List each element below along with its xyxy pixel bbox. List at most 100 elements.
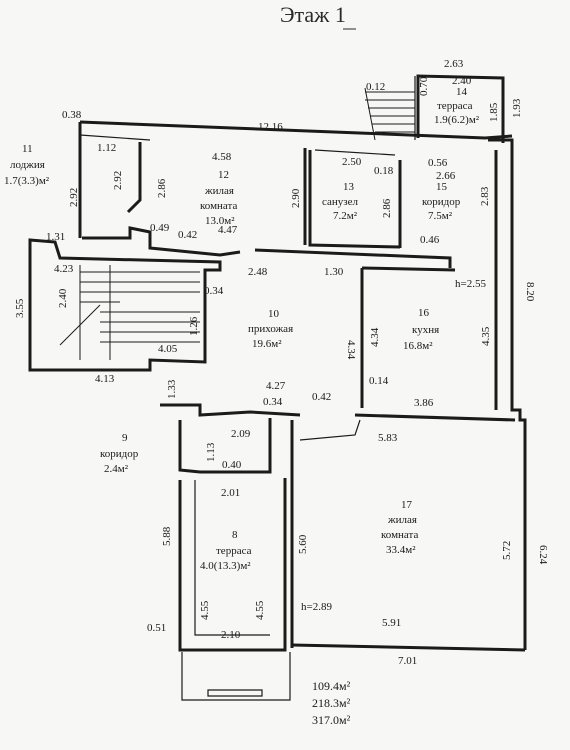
dim: 1.12 xyxy=(97,142,116,154)
dim: 5.91 xyxy=(382,617,401,629)
dim: 1.93 xyxy=(511,98,523,118)
dim: 2.09 xyxy=(231,428,251,440)
wall-stair-block xyxy=(28,238,222,372)
room-12-name: жилая xyxy=(204,185,234,197)
dim: 2.48 xyxy=(248,266,268,278)
dim: 0.34 xyxy=(263,396,283,408)
dim: 12.16 xyxy=(258,121,283,133)
wall-sanuzel-13 xyxy=(308,150,401,249)
dim: 2.66 xyxy=(436,170,456,182)
dim: 2.92 xyxy=(68,188,80,207)
dim: 2.83 xyxy=(479,186,491,206)
dim: 2.40 xyxy=(57,288,69,308)
dim: 4.55 xyxy=(199,600,211,620)
room-16-area: 16.8м² xyxy=(403,340,433,352)
wall-bottom-17 xyxy=(291,643,526,652)
room-12-area: 13.0м² xyxy=(205,215,235,227)
wall-hallway-bottom xyxy=(160,403,301,417)
area-totals: 109.4м² 218.3м² 317.0м² xyxy=(312,678,392,729)
room-9-number: 9 xyxy=(122,432,128,444)
dim: 2.92 xyxy=(112,171,124,190)
wall-room-17-inner-top xyxy=(299,419,361,441)
dim: 0.18 xyxy=(374,165,394,177)
room-17-number: 17 xyxy=(401,499,413,511)
porch-step xyxy=(207,689,263,697)
room-labels: 11 лоджия 1.7(3.3)м² 12 жилая комната 13… xyxy=(4,86,480,572)
dim: 2.40 xyxy=(452,75,472,87)
dim: 5.83 xyxy=(378,432,398,444)
dim: 1.30 xyxy=(324,266,344,278)
room-13-name: санузел xyxy=(322,196,359,208)
dim: 2.01 xyxy=(221,487,240,499)
dim: 4.23 xyxy=(54,263,74,275)
dim: 0.56 xyxy=(428,157,448,169)
dim: 0.70 xyxy=(418,76,430,96)
wall-kitchen-bottom xyxy=(354,413,516,422)
terrace-8-inner xyxy=(194,480,270,636)
staircase-left xyxy=(59,265,200,360)
dim: 0.42 xyxy=(178,229,197,241)
total-area-line: 109.4м² xyxy=(312,679,351,693)
room-15-number: 15 xyxy=(436,181,448,193)
dim: 4.13 xyxy=(95,373,115,385)
wall-corridor-under-13 xyxy=(254,248,452,268)
room-14-name: терраса xyxy=(437,100,473,112)
dim: 1.31 xyxy=(46,231,65,243)
room-12-name2: комната xyxy=(200,200,237,212)
total-area-line: 317.0м² xyxy=(312,713,351,727)
dim: 2.50 xyxy=(342,156,362,168)
dim: 0.12 xyxy=(366,81,385,93)
dim: 0.42 xyxy=(312,391,331,403)
dim: 2.10 xyxy=(221,629,241,641)
page-title: Этаж 1 xyxy=(280,2,346,27)
room-11-name: лоджия xyxy=(10,159,45,171)
dim: h=2.55 xyxy=(455,278,486,290)
dim: 5.72 xyxy=(501,541,513,560)
room-8-area: 4.0(13.3)м² xyxy=(200,560,251,572)
staircase-top xyxy=(364,87,415,141)
dimension-labels: 2.63 0.12 0.70 2.40 1.85 1.93 0.38 12.16… xyxy=(14,58,549,667)
dim: 3.86 xyxy=(414,397,434,409)
room-11-number: 11 xyxy=(22,143,33,155)
room-17-name: жилая xyxy=(387,514,417,526)
dim: 2.86 xyxy=(381,198,393,218)
wall-terrace-14 xyxy=(416,74,505,143)
porch xyxy=(181,652,291,701)
room-9-name: коридор xyxy=(100,448,139,460)
dim: 3.55 xyxy=(14,298,26,318)
walls xyxy=(28,74,527,701)
wall-terrace-8 xyxy=(178,478,287,652)
dim: 4.05 xyxy=(158,343,178,355)
room-10-number: 10 xyxy=(268,308,280,320)
room-14-number: 14 xyxy=(456,86,468,98)
room-10-area: 19.6м² xyxy=(252,338,282,350)
dim: 4.27 xyxy=(266,380,286,392)
dim: 0.40 xyxy=(222,459,242,471)
dim: 4.55 xyxy=(254,600,266,620)
loggia-rail xyxy=(79,134,151,141)
room-17-area: 33.4м² xyxy=(386,544,416,556)
room-15-area: 7.5м² xyxy=(428,210,453,222)
wall-corridor-9 xyxy=(178,418,272,474)
dim: 4.58 xyxy=(212,151,232,163)
dim: 5.88 xyxy=(161,526,173,546)
dim: 4.35 xyxy=(480,326,492,346)
sanuzel-door xyxy=(314,149,396,156)
dim: 0.51 xyxy=(147,622,166,634)
room-9-area: 2.4м² xyxy=(104,463,129,475)
dim: 2.86 xyxy=(156,178,168,198)
room-8-number: 8 xyxy=(232,529,238,541)
wall-kitchen-top xyxy=(361,266,456,272)
dim: 4.34 xyxy=(345,340,357,360)
room-10-name: прихожая xyxy=(248,323,293,335)
room-14-area: 1.9(6.2)м² xyxy=(434,114,480,126)
wall-room-12-left xyxy=(126,142,142,214)
dim: 0.46 xyxy=(420,234,440,246)
dim: 1.13 xyxy=(205,442,217,462)
room-13-area: 7.2м² xyxy=(333,210,358,222)
room-15-name: коридор xyxy=(422,196,461,208)
dim: 1.33 xyxy=(166,379,178,399)
wall-right-upper xyxy=(488,138,527,650)
dim: 1.85 xyxy=(488,102,500,122)
room-8-name: терраса xyxy=(216,545,252,557)
